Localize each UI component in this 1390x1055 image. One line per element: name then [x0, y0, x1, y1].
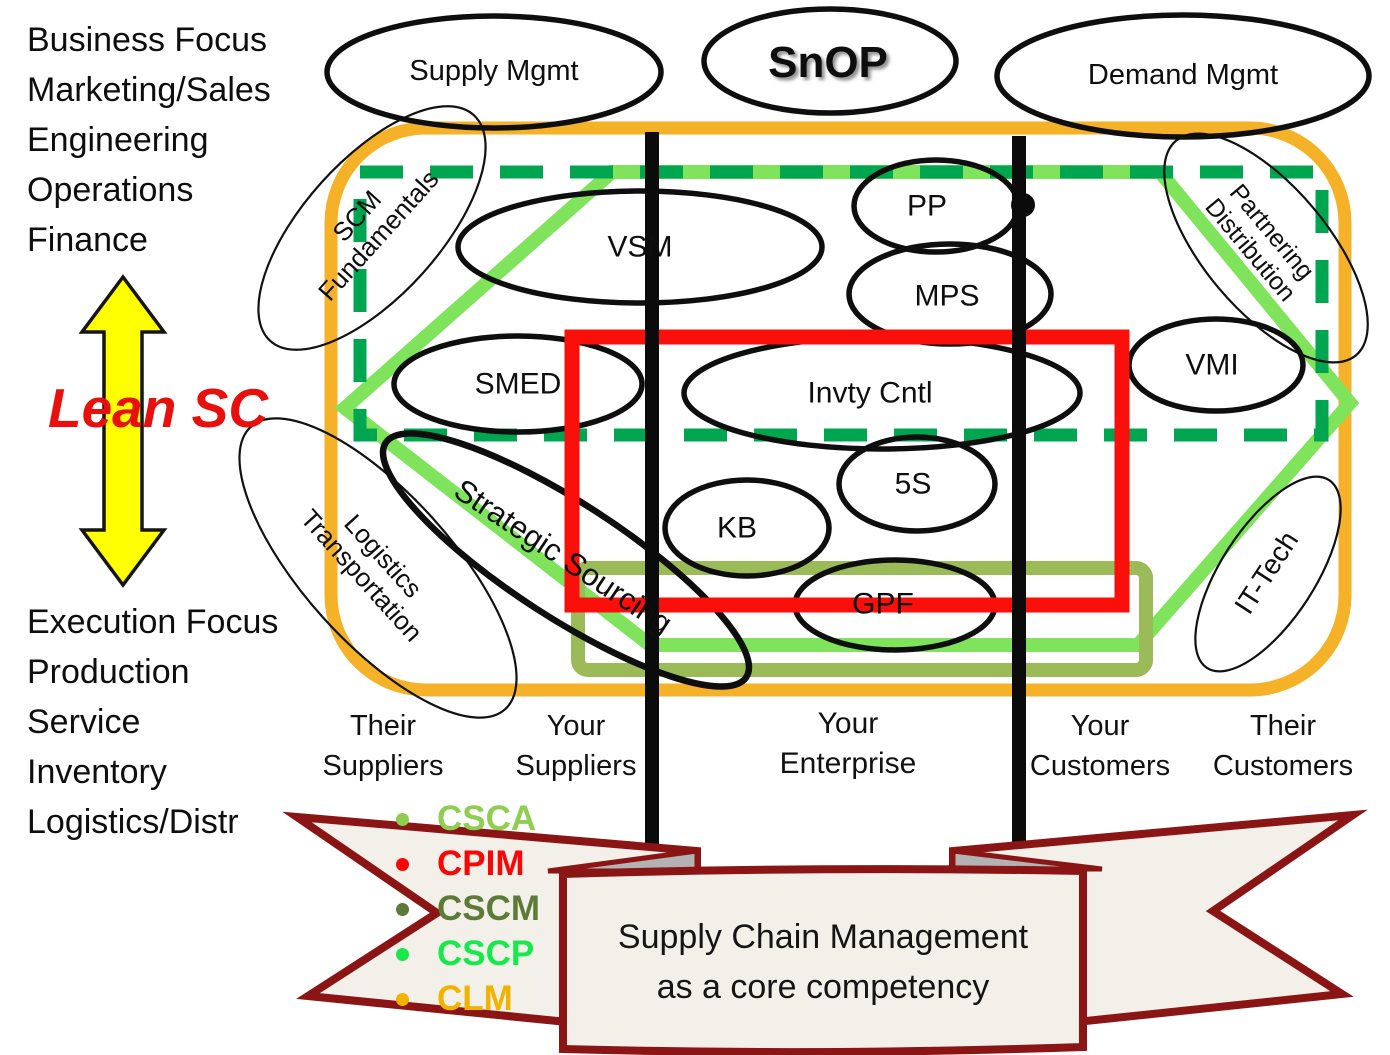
demand-mgmt-label: Demand Mgmt [1087, 59, 1279, 92]
business-focus-line: Operations [27, 171, 194, 209]
chain-line: Your [1070, 710, 1130, 742]
lean-double-arrow [78, 274, 168, 588]
supply-mgmt-label: Supply Mgmt [409, 55, 579, 88]
ribbon-banner [282, 809, 1368, 1055]
ribbon-center-panel [559, 865, 1087, 1055]
banner-caption: Supply Chain Management as a core compet… [618, 912, 1028, 1012]
cert-label: CSCA [437, 799, 537, 838]
business-focus-line: Finance [27, 221, 148, 259]
execution-focus-line: Logistics/Distr [27, 803, 239, 841]
chain-line: Your [817, 707, 879, 740]
vsm-ellipse [455, 188, 825, 306]
vmi-label: VMI [1185, 348, 1239, 382]
divider-dot [1011, 193, 1035, 217]
scm-fundamentals-ellipse [257, 105, 487, 351]
demand-mgmt-ellipse [994, 12, 1372, 140]
invty-cntl-label: Invty Cntl [807, 376, 933, 410]
business-focus-line: Business Focus [27, 21, 267, 59]
cert-item-csca: CSCA [396, 796, 536, 842]
five-s-ellipse [836, 434, 998, 534]
execution-focus-line: Production [27, 653, 190, 691]
cert-item-cpim: CPIM [396, 841, 525, 887]
it-tech-ellipse [1194, 475, 1342, 673]
cert-item-cscm: CSCM [396, 886, 540, 932]
lean-sc-label: Lean SC [48, 377, 269, 439]
kb-ellipse [662, 477, 832, 579]
chain-line: Enterprise [779, 747, 917, 780]
bullet-dot-icon [396, 947, 409, 961]
olive-green-box [571, 561, 1153, 677]
execution-focus-line: Inventory [27, 753, 167, 791]
chain-line: Their [349, 710, 417, 742]
bullet-dot-icon [396, 992, 409, 1006]
cert-label: CLM [437, 979, 513, 1018]
cert-item-cscp: CSCP [396, 931, 534, 977]
their-customers-label: Their Customers [1213, 706, 1353, 786]
snop-ellipse [701, 6, 959, 116]
partnering-distribution-ellipse [1163, 132, 1369, 364]
business-focus-list: Business Focus Marketing/Sales Engineeri… [27, 15, 271, 265]
cert-label: CPIM [437, 844, 525, 883]
execution-focus-list: Execution Focus Production Service Inven… [27, 597, 278, 847]
chain-line: Customers [1212, 750, 1354, 782]
mps-label: MPS [914, 279, 980, 313]
red-core-box [564, 329, 1130, 613]
vsm-label: VSM [607, 230, 673, 264]
your-suppliers-label: Your Suppliers [516, 706, 637, 786]
snop-label: SnOP [768, 37, 888, 87]
chain-line: Their [1249, 710, 1317, 742]
supply-mgmt-ellipse [324, 13, 664, 131]
green-dashed-box [353, 165, 1329, 442]
pp-label: PP [906, 189, 948, 223]
your-enterprise-label: Your Enterprise [780, 704, 917, 784]
business-focus-line: Engineering [27, 121, 209, 159]
cert-item-clm: CLM [396, 976, 513, 1022]
bullet-dot-icon [396, 812, 409, 826]
banner-line2: as a core competency [656, 968, 990, 1006]
bullet-dot-icon [396, 857, 409, 871]
execution-focus-line: Execution Focus [27, 603, 279, 641]
cert-label: CSCM [437, 889, 541, 928]
gpf-label: GPF [852, 587, 914, 621]
chain-line: Your [546, 710, 606, 742]
cert-label: CSCP [437, 934, 535, 973]
chain-line: Suppliers [515, 750, 637, 782]
strategic-sourcing-ellipse [379, 430, 753, 690]
banner-line1: Supply Chain Management [617, 918, 1029, 956]
business-focus-line: Marketing/Sales [27, 71, 271, 109]
chain-line: Customers [1029, 750, 1171, 782]
chain-line: Suppliers [322, 750, 444, 782]
smed-ellipse [391, 333, 645, 435]
your-customers-label: Your Customers [1030, 706, 1170, 786]
smed-label: SMED [474, 367, 562, 401]
five-s-label: 5S [894, 467, 932, 501]
execution-focus-line: Service [27, 703, 141, 741]
their-suppliers-label: Their Suppliers [323, 706, 444, 786]
logistics-transportation-ellipse [238, 417, 518, 719]
kb-label: KB [716, 511, 758, 545]
bullet-dot-icon [396, 902, 409, 916]
